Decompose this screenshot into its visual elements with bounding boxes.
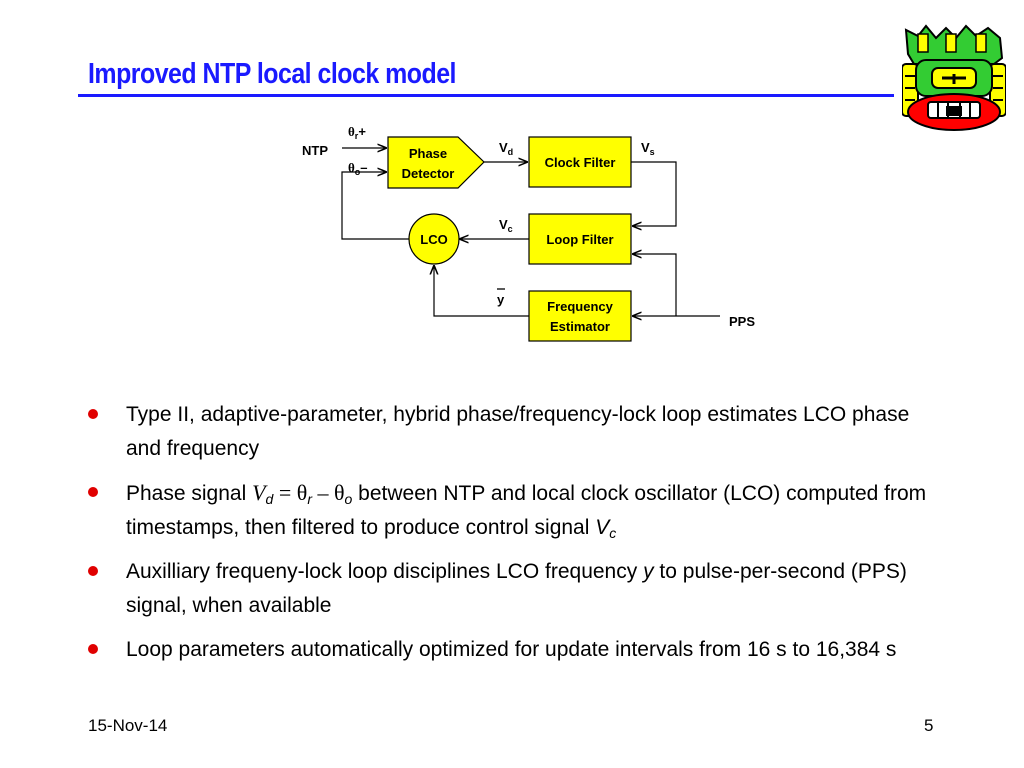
eq-d: d [265,491,274,507]
ybar-arrow [434,266,529,317]
bullet-text-3-pre: Auxilliary frequeny-lock loop discipline… [126,560,644,583]
lco-feedback-arrow [341,172,410,240]
eq-y: y [643,560,654,583]
bullet-item-3: Auxilliary frequeny-lock loop discipline… [84,555,944,623]
vc-label: Vc [499,217,513,234]
eq-r: r [307,491,312,507]
bullet-dot [88,566,98,576]
bullet-text-2-pre: Phase signal [126,482,253,505]
slide-title: Improved NTP local clock model [88,58,457,90]
eq-equals: = [273,480,297,505]
bullet-text-1: Type II, adaptive-parameter, hybrid phas… [126,403,910,460]
bullet-text-2-post: between NTP and local clock oscillator (… [126,482,927,539]
pps-label: PPS [729,314,755,329]
vs-label: Vs [641,140,655,157]
frequency-estimator-block [528,290,632,342]
pps-to-loop-filter-arrow [633,254,677,316]
loop-filter-label: Loop Filter [546,232,613,247]
eq-minus: – [311,480,334,505]
phase-detector-block [387,136,485,189]
bullet-text-3-post: to pulse-per-second (PPS) signal, when a… [126,560,907,617]
bullet-item-2: Phase signal Vd = θr – θo between NTP an… [84,476,944,545]
title-underline [78,94,894,97]
bullet-dot [88,644,98,654]
theta-o-label: θo– [348,160,368,177]
footer-date: 15-Nov-14 [88,716,168,735]
phase-detector-label-1: Phase [409,146,447,161]
frequency-estimator-label-1: Frequency [547,299,614,314]
bullet-dot [88,487,98,497]
lco-label: LCO [420,232,447,247]
vs-arrow [631,161,677,226]
bullet-dot [88,409,98,419]
clock-model-diagram: NTP θr+ θo– Phase Detector Vd Clock Filt… [302,124,755,342]
ntp-label: NTP [302,143,328,158]
eq-v: V [252,480,266,505]
bullet-item-4: Loop parameters automatically optimized … [84,633,944,667]
bullet-list: Type II, adaptive-parameter, hybrid phas… [84,398,944,677]
vd-label: Vd [499,140,513,157]
page-number: 5 [924,716,934,735]
ybar-label: y [497,292,505,307]
eq-theta-o: θ [333,480,345,505]
phase-detector-label-2: Detector [402,166,455,181]
eq-o: o [344,491,353,507]
eq-theta-r: θ [296,480,308,505]
clock-filter-label: Clock Filter [545,155,616,170]
theta-r-label: θr+ [348,124,366,141]
frequency-estimator-label-2: Estimator [550,319,610,334]
mayan-face-logo [902,24,1006,131]
clock-filter-block [528,136,632,188]
eq-c: c [609,525,617,541]
bullet-item-1: Type II, adaptive-parameter, hybrid phas… [84,398,944,466]
lco-block [408,213,460,265]
bullet-text-4: Loop parameters automatically optimized … [126,638,897,661]
eq-vc: V [595,516,610,539]
loop-filter-block [528,213,632,265]
